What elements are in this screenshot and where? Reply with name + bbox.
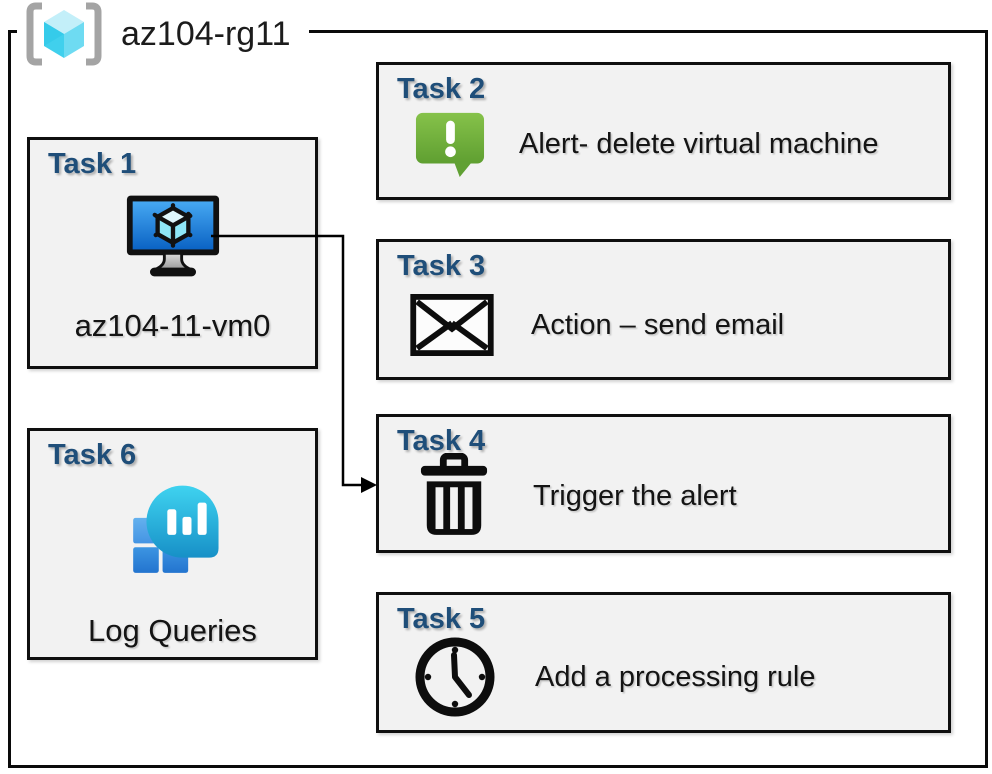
resource-group-box: az104-rg11: [8, 2, 988, 768]
task-title: Task 1: [48, 148, 137, 180]
task-label: az104-11-vm0: [74, 308, 271, 343]
task-box-6: Task 6 Log Queries: [27, 428, 318, 660]
task-title: Task 6: [48, 439, 137, 471]
task-title: Task 4: [397, 425, 486, 457]
resource-group-label: az104-rg11: [121, 14, 291, 53]
alert-icon: [415, 112, 485, 178]
log-queries-icon: [132, 485, 219, 573]
task-box-4: Task 4 Trigger the alert: [376, 414, 951, 553]
task-box-2: Task 2 Alert- delete virtual machine: [376, 62, 951, 200]
task-label: Log Queries: [88, 613, 257, 648]
task-box-3: Task 3 Action – send email: [376, 239, 951, 380]
task-label: Trigger the alert: [533, 479, 737, 512]
task-title: Task 3: [397, 250, 486, 282]
task-title: Task 5: [397, 603, 486, 635]
clock-icon: [415, 637, 495, 717]
task-label: Action – send email: [531, 308, 785, 341]
virtual-machine-icon: [126, 195, 219, 277]
task-label: Add a processing rule: [535, 660, 816, 693]
task-box-5: Task 5 Add a processing rule: [376, 592, 951, 733]
trash-icon: [420, 453, 488, 535]
task-label: Alert- delete virtual machine: [519, 127, 879, 160]
email-icon: [410, 294, 494, 356]
task-title: Task 2: [397, 73, 486, 105]
resource-group-header: az104-rg11: [17, 2, 309, 66]
resource-group-icon: [26, 2, 102, 66]
task-box-1: Task 1 az104-11-vm0: [27, 137, 318, 369]
